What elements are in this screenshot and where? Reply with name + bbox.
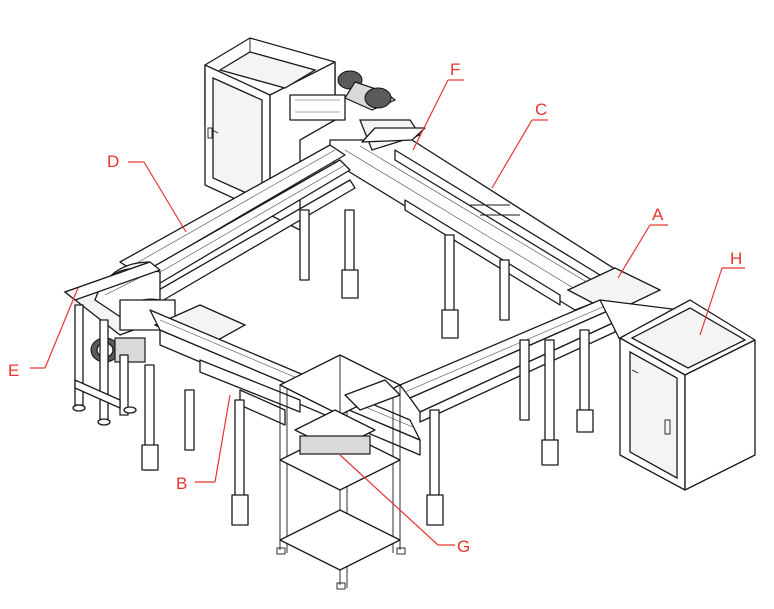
callout-label-g: G	[457, 537, 470, 556]
conveyor-a	[399, 267, 691, 423]
front-cell-g	[276, 354, 406, 590]
callout-label-a: A	[652, 205, 664, 224]
callout-c: C	[491, 100, 548, 189]
callout-e: E	[8, 287, 79, 380]
callout-label-f: F	[450, 60, 460, 79]
callout-label-h: H	[730, 249, 742, 268]
callout-g: G	[339, 454, 470, 556]
right-cabinet-h	[619, 299, 756, 491]
rear-drive-motor	[289, 70, 397, 121]
callout-b: B	[176, 394, 231, 493]
callout-d: D	[107, 152, 187, 233]
callout-a: A	[617, 205, 668, 279]
conveyor-c	[329, 119, 641, 311]
callout-label-c: C	[535, 100, 547, 119]
callout-h: H	[699, 249, 745, 336]
callout-label-e: E	[8, 361, 19, 380]
callout-label-d: D	[107, 152, 119, 171]
callout-f: F	[412, 60, 464, 151]
support-legs	[72, 209, 594, 526]
callout-label-b: B	[176, 474, 187, 493]
